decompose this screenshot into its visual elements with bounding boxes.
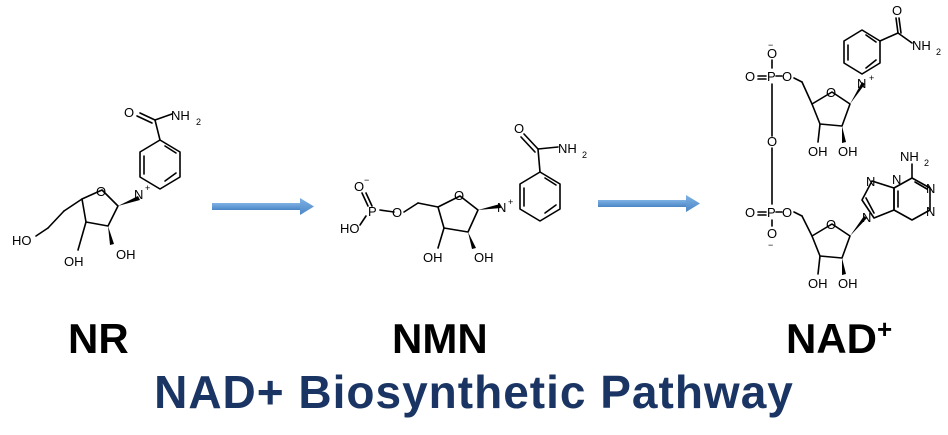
nad-amide-oxygen: O bbox=[892, 3, 902, 18]
nad-upper-sugar-oxygen: O bbox=[826, 85, 836, 100]
nad-lower-sugar-oxygen: O bbox=[826, 217, 836, 232]
nmn-phosphate-hydroxyl: HO bbox=[340, 221, 360, 236]
arrow-nmn-to-nad bbox=[598, 195, 700, 212]
nad-upper-phosphorus: P bbox=[767, 69, 776, 84]
nad-amine-group: NH bbox=[900, 149, 919, 164]
nad-adenine-n3: N bbox=[926, 204, 935, 219]
nad-lower-hydroxyl-2: OH bbox=[838, 276, 858, 291]
nr-nitrogen-charge: + bbox=[145, 183, 150, 193]
nr-amide-subscript: 2 bbox=[196, 117, 201, 127]
nad-label-text: NAD bbox=[786, 315, 877, 362]
nad-adenine-n7: N bbox=[866, 174, 875, 189]
nad-upper-double-oxygen: O bbox=[745, 69, 755, 84]
nr-label: NR bbox=[68, 315, 129, 362]
nad-upper-phosphate-charge: − bbox=[768, 40, 773, 50]
nad-upper-hydroxyl-3: OH bbox=[808, 144, 828, 159]
nad-ring-nitrogen: N bbox=[857, 76, 866, 91]
nad-amide-subscript: 2 bbox=[936, 47, 941, 57]
nmn-amide-group: NH bbox=[558, 141, 577, 156]
nmn-ester-oxygen: O bbox=[392, 205, 402, 220]
nmn-phosphorus: P bbox=[368, 204, 377, 219]
nad-upper-phosphate-oxygen: O bbox=[767, 46, 777, 61]
nad-nitrogen-charge: + bbox=[869, 73, 874, 83]
nad-lower-ester-oxygen: O bbox=[782, 205, 792, 220]
diagram-title: NAD+ Biosynthetic Pathway bbox=[154, 366, 794, 418]
nr-ring-nitrogen: N bbox=[134, 187, 143, 202]
nmn-structure: O NH 2 N + O O P O − HO OH OH bbox=[340, 121, 587, 265]
nad-adenine-n1: N bbox=[926, 181, 935, 196]
nad-lower-phosphate-oxygen: O bbox=[767, 226, 777, 241]
nr-amide-group: NH bbox=[171, 108, 190, 123]
nad-amide-group: NH bbox=[912, 38, 931, 53]
nmn-hydroxyl-2: OH bbox=[474, 250, 494, 265]
nad-adenine-n9: N bbox=[862, 210, 871, 225]
nad-label-superscript: + bbox=[877, 314, 893, 344]
nad-adenine-n-upper: N bbox=[892, 172, 901, 187]
nr-amide-oxygen: O bbox=[124, 105, 134, 120]
arrow-nr-to-nmn bbox=[212, 198, 314, 215]
nad-structure: O NH 2 N + O O P O − O O OH OH NH 2 N N … bbox=[745, 3, 941, 291]
nad-upper-ester-oxygen: O bbox=[782, 69, 792, 84]
nmn-nitrogen-charge: + bbox=[508, 197, 513, 207]
nmn-amide-oxygen: O bbox=[514, 121, 524, 136]
nmn-phosphate-oxygen: O bbox=[354, 179, 364, 194]
nad-amine-subscript: 2 bbox=[924, 158, 929, 168]
nad-lower-phosphorus: P bbox=[767, 205, 776, 220]
nmn-label: NMN bbox=[392, 315, 488, 362]
nad-bridge-oxygen: O bbox=[767, 134, 777, 149]
nr-hydroxyl-2: OH bbox=[116, 247, 136, 262]
nr-sugar-oxygen: O bbox=[96, 184, 106, 199]
nmn-hydroxyl-3: OH bbox=[423, 250, 443, 265]
nmn-ring-nitrogen: N bbox=[497, 200, 506, 215]
nad-lower-double-oxygen: O bbox=[745, 205, 755, 220]
nad-lower-phosphate-charge: − bbox=[768, 240, 773, 250]
nad-lower-hydroxyl-3: OH bbox=[808, 276, 828, 291]
nr-hydroxyl-3: OH bbox=[64, 254, 84, 269]
nr-hydroxyl-5: HO bbox=[12, 233, 32, 248]
nad-label: NAD+ bbox=[786, 315, 892, 362]
nmn-sugar-oxygen: O bbox=[454, 188, 464, 203]
nmn-phosphate-charge: − bbox=[364, 175, 369, 185]
nmn-amide-subscript: 2 bbox=[582, 150, 587, 160]
nad-upper-hydroxyl-2: OH bbox=[838, 144, 858, 159]
nr-structure: O NH 2 N + O HO OH OH bbox=[12, 105, 201, 269]
